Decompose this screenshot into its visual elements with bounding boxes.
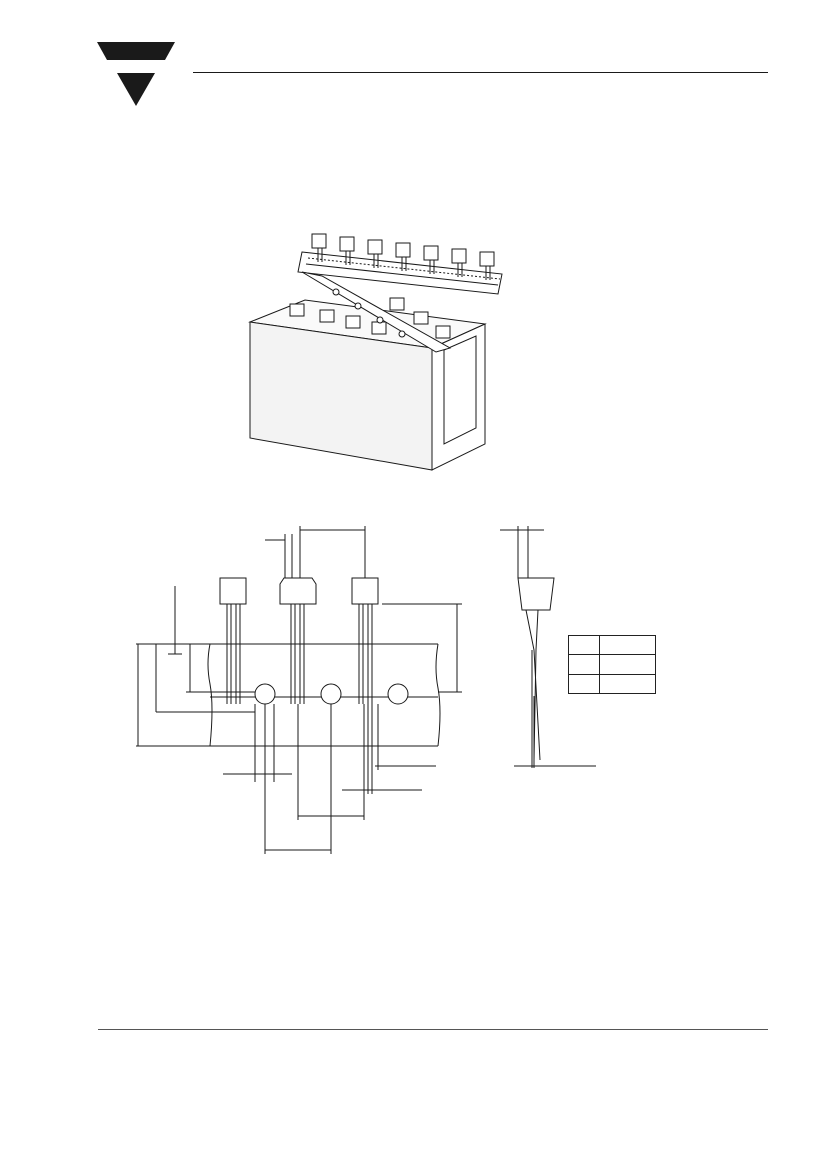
ammo-pack-illustration <box>248 233 503 471</box>
table-cell <box>598 654 657 675</box>
table-row <box>568 673 657 695</box>
vishay-logo-icon <box>97 42 175 106</box>
tape-dimension-drawing <box>136 526 462 854</box>
table-cell <box>568 654 600 675</box>
table-cell <box>568 673 600 695</box>
table-row <box>568 654 657 675</box>
dimension-table <box>568 634 657 695</box>
footer-rule <box>98 1029 768 1030</box>
side-view-drawing <box>500 526 596 768</box>
table-cell <box>568 634 600 656</box>
table-cell <box>598 673 657 695</box>
table-row <box>568 634 657 656</box>
table-cell <box>598 634 657 656</box>
header-rule <box>193 72 768 73</box>
